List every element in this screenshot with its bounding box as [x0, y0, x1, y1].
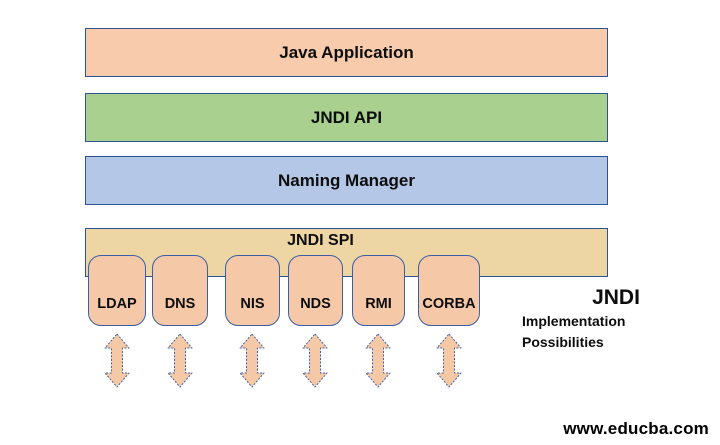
provider-box-nds: NDS [288, 255, 343, 326]
layer-label: Naming Manager [278, 170, 415, 190]
provider-box-corba: CORBA [418, 255, 480, 326]
double-vertical-arrow-icon [165, 333, 195, 388]
provider-label: NIS [240, 296, 265, 312]
layer-naming-manager: Naming Manager [85, 156, 608, 205]
layer-label: Java Application [279, 42, 414, 62]
provider-label: LDAP [97, 296, 137, 312]
layer-jndi-api: JNDI API [85, 93, 608, 142]
provider-box-dns: DNS [152, 255, 208, 326]
double-vertical-arrow-icon [102, 333, 132, 388]
side-note-line1: Implementation [522, 313, 626, 329]
provider-label: RMI [365, 296, 392, 312]
layer-label: JNDI API [310, 107, 383, 127]
side-note-title: JNDI [592, 286, 640, 309]
provider-box-nis: NIS [225, 255, 280, 326]
provider-label: CORBA [422, 296, 476, 312]
double-vertical-arrow-icon [363, 333, 393, 388]
provider-box-ldap: LDAP [88, 255, 146, 326]
provider-box-rmi: RMI [352, 255, 405, 326]
side-note-line2: Possibilities [522, 334, 604, 350]
layer-label: JNDI SPI [287, 232, 354, 249]
double-vertical-arrow-icon [237, 333, 267, 388]
layer-java-application: Java Application [85, 28, 608, 77]
provider-label: NDS [300, 296, 331, 312]
watermark-text: www.educba.com [563, 419, 709, 438]
double-vertical-arrow-icon [434, 333, 464, 388]
provider-label: DNS [164, 296, 196, 312]
double-vertical-arrow-icon [300, 333, 330, 388]
